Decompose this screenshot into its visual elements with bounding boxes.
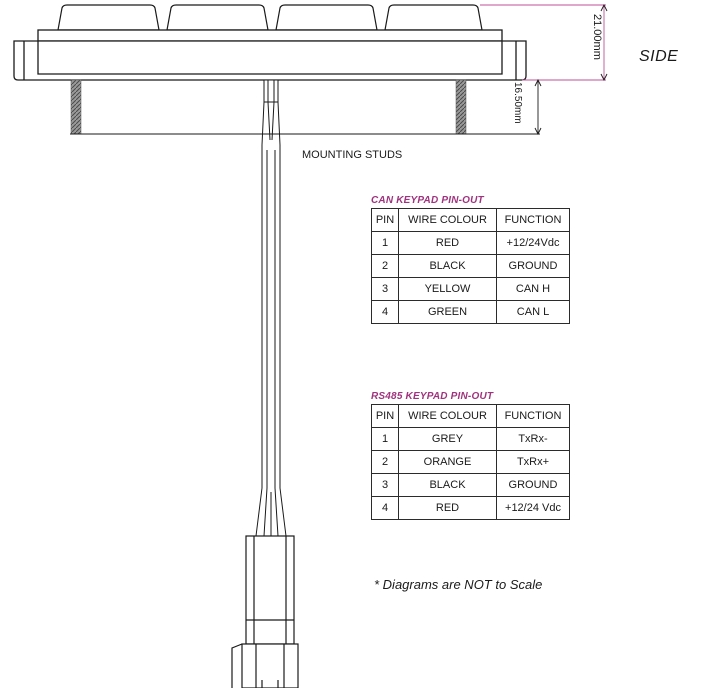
cell-wire-colour: YELLOW	[398, 277, 497, 301]
table-row: 1 RED +12/24Vdc	[371, 231, 570, 255]
can-pinout-table: PIN WIRE COLOUR FUNCTION 1 RED +12/24Vdc…	[371, 208, 570, 324]
cell-function: GROUND	[496, 254, 570, 278]
keypad-body	[13, 29, 527, 81]
cell-wire-colour: RED	[398, 496, 497, 520]
height-dimension-label: 21.00mm	[591, 14, 603, 60]
side-view-label: SIDE	[639, 48, 679, 65]
rs485-pinout-title: RS485 KEYPAD PIN-OUT	[371, 391, 494, 402]
mounting-studs-label: MOUNTING STUDS	[302, 149, 403, 161]
cell-pin: 3	[371, 473, 399, 497]
table-row: 2 ORANGE TxRx+	[371, 450, 570, 474]
cell-pin: 1	[371, 231, 399, 255]
cell-function: CAN L	[496, 300, 570, 324]
cell-wire-colour: BLACK	[398, 473, 497, 497]
cell-function: +12/24 Vdc	[496, 496, 570, 520]
table-row: 3 BLACK GROUND	[371, 473, 570, 497]
cell-wire-colour: GREEN	[398, 300, 497, 324]
scale-note: * Diagrams are NOT to Scale	[374, 577, 543, 592]
can-pinout: CAN KEYPAD PIN-OUT PIN WIRE COLOUR FUNCT…	[371, 195, 570, 324]
key-4	[384, 4, 483, 31]
header-wire-colour: WIRE COLOUR	[398, 208, 497, 232]
table-row: 1 GREY TxRx-	[371, 427, 570, 451]
dimension-stud	[534, 78, 542, 136]
header-function: FUNCTION	[496, 404, 570, 428]
can-pinout-title: CAN KEYPAD PIN-OUT	[371, 195, 484, 206]
cell-function: TxRx+	[496, 450, 570, 474]
mounting-stud-left	[70, 79, 82, 135]
cell-pin: 4	[371, 300, 399, 324]
cell-function: CAN H	[496, 277, 570, 301]
cable	[255, 79, 287, 537]
key-1	[57, 4, 160, 31]
table-row: 4 RED +12/24 Vdc	[371, 496, 570, 520]
mounting-stud-right	[455, 79, 467, 135]
cell-wire-colour: BLACK	[398, 254, 497, 278]
table-header-row: PIN WIRE COLOUR FUNCTION	[371, 404, 570, 428]
key-2	[166, 4, 269, 31]
cell-function: GROUND	[496, 473, 570, 497]
table-row: 4 GREEN CAN L	[371, 300, 570, 324]
stud-length-dimension-label: 16.50mm	[512, 82, 523, 124]
keypad-buttons	[57, 4, 483, 31]
table-row: 2 BLACK GROUND	[371, 254, 570, 278]
cell-pin: 2	[371, 254, 399, 278]
cell-pin: 4	[371, 496, 399, 520]
cell-wire-colour: ORANGE	[398, 450, 497, 474]
table-header-row: PIN WIRE COLOUR FUNCTION	[371, 208, 570, 232]
cell-wire-colour: RED	[398, 231, 497, 255]
key-3	[275, 4, 378, 31]
header-pin: PIN	[371, 404, 399, 428]
cell-pin: 2	[371, 450, 399, 474]
table-row: 3 YELLOW CAN H	[371, 277, 570, 301]
cell-wire-colour: GREY	[398, 427, 497, 451]
header-wire-colour: WIRE COLOUR	[398, 404, 497, 428]
cell-function: +12/24Vdc	[496, 231, 570, 255]
cell-function: TxRx-	[496, 427, 570, 451]
header-function: FUNCTION	[496, 208, 570, 232]
connector	[231, 535, 299, 688]
rs485-pinout: RS485 KEYPAD PIN-OUT PIN WIRE COLOUR FUN…	[371, 391, 570, 520]
cell-pin: 3	[371, 277, 399, 301]
dimension-arrows	[600, 3, 608, 82]
header-pin: PIN	[371, 208, 399, 232]
rs485-pinout-table: PIN WIRE COLOUR FUNCTION 1 GREY TxRx- 2 …	[371, 404, 570, 520]
cell-pin: 1	[371, 427, 399, 451]
dimension-lines	[480, 4, 606, 81]
